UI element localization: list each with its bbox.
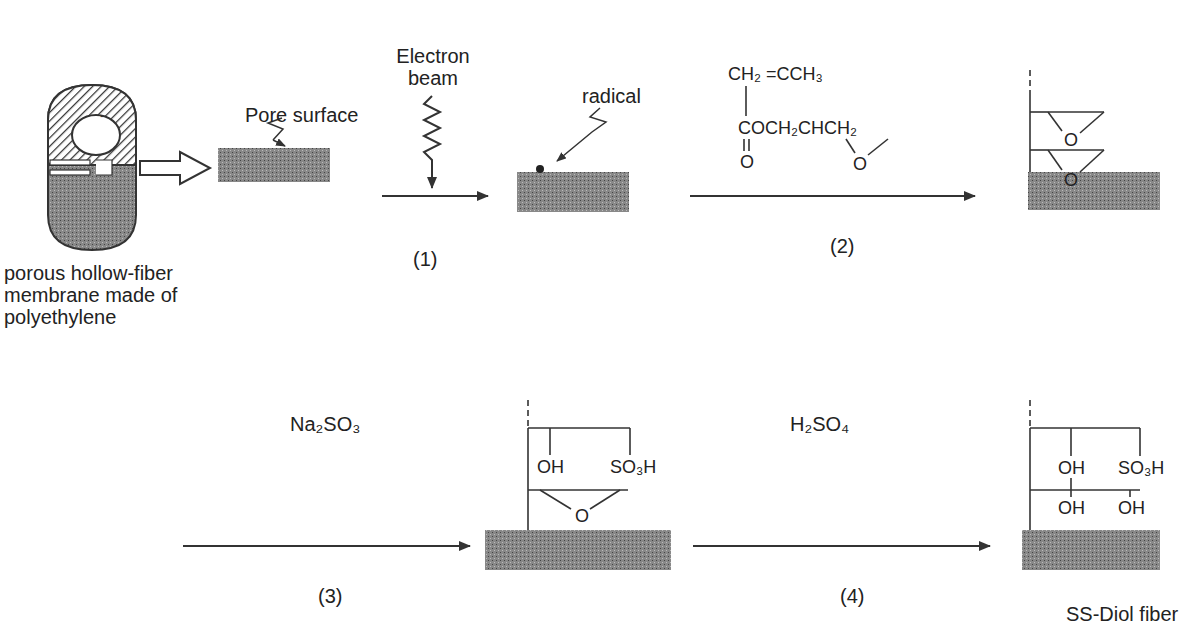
pore-surface [1028, 172, 1160, 210]
reaction-arrow [183, 545, 470, 547]
atom-label: O [853, 153, 867, 175]
atom-label: O [740, 151, 754, 173]
group-label: OH [537, 456, 564, 478]
group-label: OH [1058, 497, 1085, 519]
group-label: SO₃H [610, 456, 656, 478]
radical-dot [536, 165, 544, 173]
reaction-arrow [690, 195, 975, 197]
graft-chain [1030, 70, 1104, 172]
electron-beam [424, 96, 440, 188]
atom-label: O [575, 505, 589, 527]
step-number: (2) [830, 235, 854, 257]
step-number: (4) [840, 585, 864, 607]
step-number: (3) [318, 585, 342, 607]
reaction-arrow [693, 545, 990, 547]
atom-label: O [1064, 129, 1078, 151]
formula: COCH₂CHCH₂ [738, 117, 857, 139]
step-number: (1) [413, 248, 437, 270]
svg-text:-: - [100, 109, 104, 123]
group-label: OH [1118, 497, 1145, 519]
pore-surface [485, 530, 671, 570]
pore-surface [1022, 530, 1160, 570]
reagent: H₂SO₄ [790, 413, 849, 435]
pore-surface [517, 172, 629, 212]
part-label: Electron beam [383, 45, 483, 89]
hollow-fiber: - [48, 85, 136, 250]
reaction-arrow [382, 195, 488, 197]
zoom-arrow [140, 152, 210, 184]
group-label: SO₃H [1118, 457, 1164, 479]
formula: CH₂ =CCH₃ [728, 63, 823, 85]
part-label: Pore surface [245, 104, 358, 126]
part-label: porous hollow-fiber membrane made of pol… [4, 262, 244, 328]
pore-surface [218, 148, 330, 182]
figure-caption: SS-Diol fiber [1066, 603, 1178, 625]
reagent: Na₂SO₃ [290, 413, 360, 435]
part-label: radical [582, 85, 641, 107]
atom-label: O [1064, 169, 1078, 191]
group-label: OH [1058, 457, 1085, 479]
